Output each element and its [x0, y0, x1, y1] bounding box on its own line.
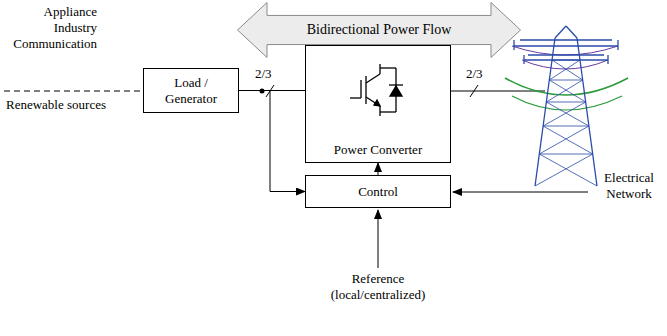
tower-brace [539, 154, 597, 186]
node-text: Control [354, 184, 402, 200]
text-label: 2/3 [466, 66, 496, 82]
tower-brace [546, 80, 582, 102]
dashed-link [4, 91, 143, 92]
tower-brace [543, 126, 589, 127]
network-wire [451, 91, 545, 92]
reference-arrow [378, 210, 379, 268]
igbt-symbol [350, 64, 403, 116]
block-box: Control [305, 175, 451, 208]
text-label: Industry [0, 20, 97, 36]
tower-brace [549, 60, 580, 80]
text-label: Renewable sources [6, 97, 106, 113]
connector [378, 163, 379, 175]
edge-label: 2/3 [254, 66, 273, 82]
tower-brace [539, 126, 589, 154]
connector [239, 91, 305, 192]
text-label: Reference (local/centralized) [308, 271, 448, 302]
tower-brace [552, 60, 580, 61]
text-label: Electrical Network [594, 170, 664, 201]
text-label: Appliance [0, 4, 97, 20]
tower-brace [535, 154, 593, 186]
tower-brace [539, 154, 592, 155]
network-feedback [453, 192, 588, 193]
node-text: Power Converter [330, 142, 426, 158]
node-text: Bidirectional Power Flow [303, 22, 456, 39]
tower-brace [546, 102, 589, 126]
node-text: Load / Generator [144, 75, 238, 106]
tower-illustration [505, 26, 628, 186]
tower-brace [543, 126, 593, 154]
tower-brace [552, 60, 583, 80]
block-box: Power Converter [305, 45, 451, 163]
flow-arrow: Bidirectional Power Flow [237, 2, 521, 58]
block-box: Load / Generator [143, 68, 239, 113]
text-label: Communication [0, 36, 97, 52]
tower-brace [543, 102, 586, 126]
tower-brace [546, 102, 585, 103]
tower-brace [549, 80, 585, 102]
tower-brace [549, 80, 582, 81]
